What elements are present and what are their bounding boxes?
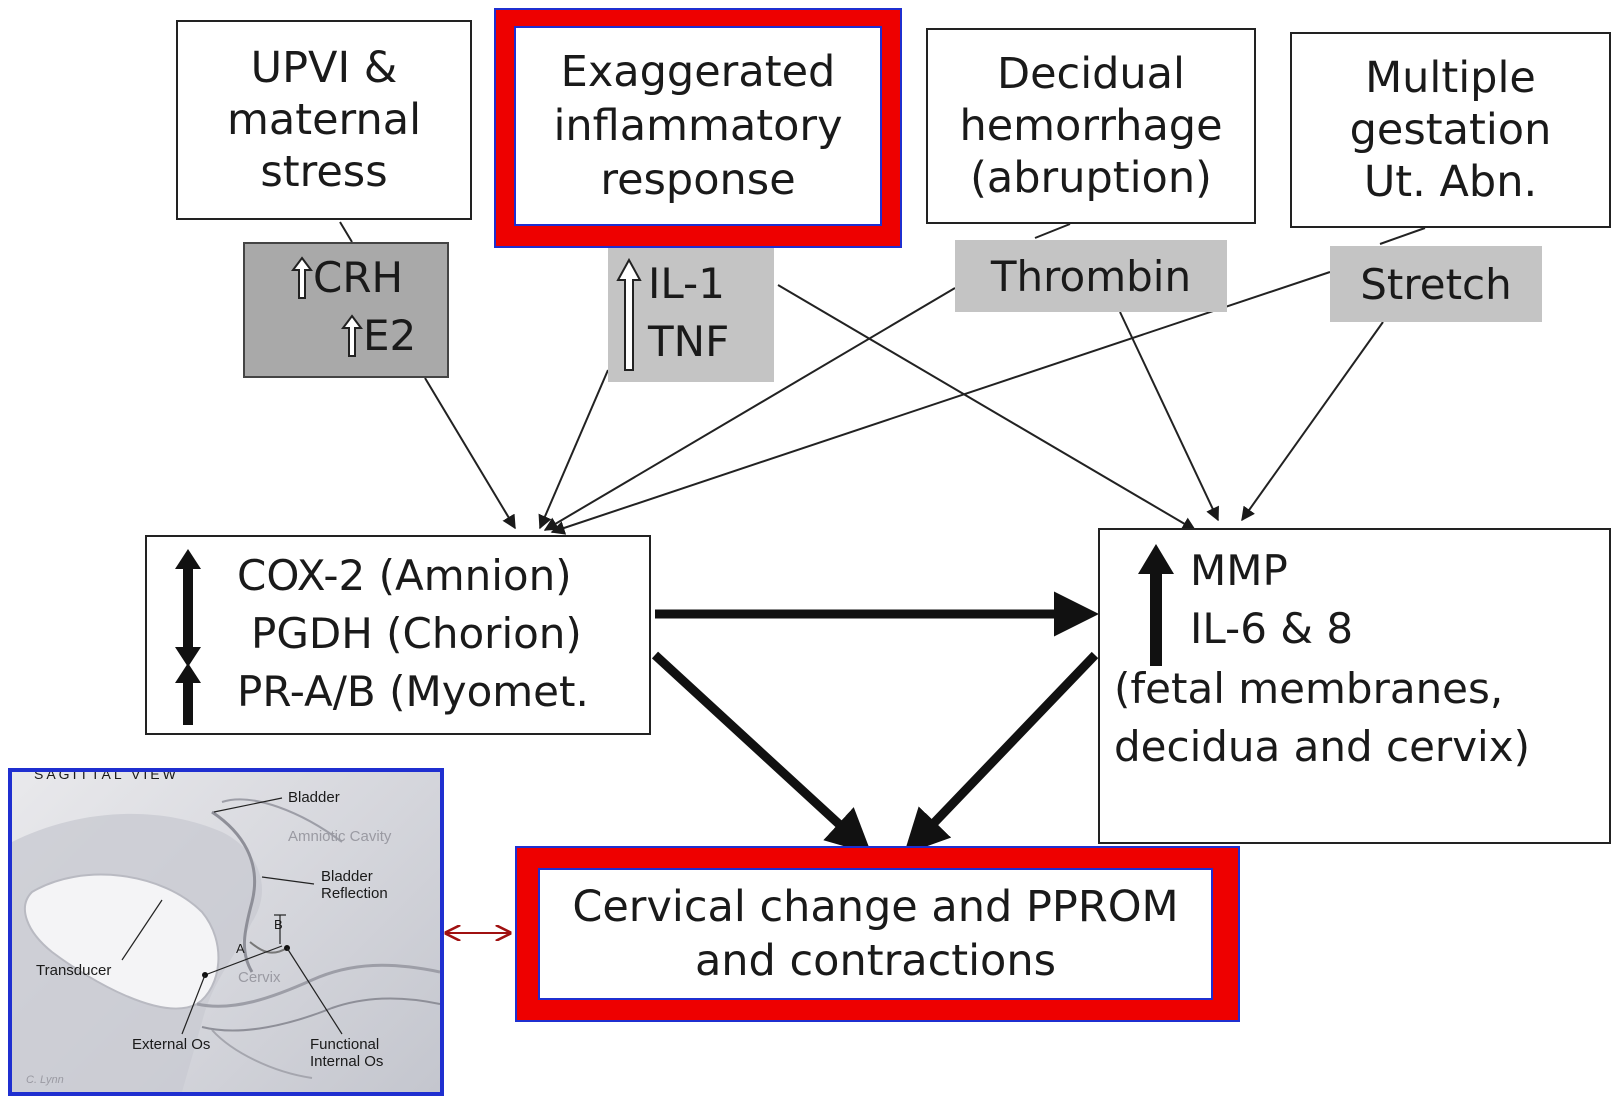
- arrow-cox2-to-outcome: [651, 651, 872, 855]
- up-solid-arrow-icon: [175, 549, 201, 611]
- il1-label: IL-1: [648, 259, 725, 308]
- il1-tnf-mediator-box: IL-1 TNF: [608, 248, 774, 382]
- crh-label: CRH: [313, 253, 404, 302]
- connector-multiple-stretch: [1379, 227, 1426, 245]
- il6-label: IL-6 & 8: [1190, 604, 1354, 653]
- arrow-stretch-to-cox2: [550, 271, 1331, 535]
- amniotic-cavity-label: Amniotic Cavity: [288, 828, 392, 845]
- cervix-label: Cervix: [238, 969, 281, 986]
- bladder-label: Bladder: [288, 789, 340, 806]
- external-os-label: External Os: [132, 1036, 211, 1053]
- up-hollow-tall-arrow-icon: [616, 258, 642, 371]
- artist-signature: C. Lynn: [26, 1074, 64, 1086]
- pgdh-label: PGDH (Chorion): [251, 609, 582, 658]
- b-label: B: [274, 917, 283, 932]
- arrow-mmp-to-outcome: [903, 651, 1099, 855]
- cox2-label: COX-2 (Amnion): [237, 551, 572, 600]
- fetal-membranes-label: (fetal membranes, decidua and cervix): [1114, 664, 1530, 771]
- crh-e2-mediator-box: CRH E2: [243, 242, 449, 378]
- sagittal-anatomy-drawing: [12, 797, 440, 1092]
- up-solid-tall-arrow-icon: [1138, 544, 1174, 666]
- multiple-gestation-box: Multiple gestation Ut. Abn.: [1290, 32, 1611, 228]
- up-solid-arrow-icon: [175, 663, 201, 725]
- pr-label: PR-A/B (Myomet.: [237, 667, 589, 716]
- connector-upvi-crh: [339, 221, 353, 243]
- arrow-crh-to-cox2: [424, 377, 516, 530]
- stretch-mediator-box: Stretch: [1330, 246, 1542, 322]
- arrow-thrombin-to-cox2: [543, 287, 956, 531]
- bladder-reflection-label: Bladder Reflection: [321, 868, 388, 902]
- up-hollow-arrow-icon: [291, 256, 313, 299]
- down-solid-arrow-icon: [175, 605, 201, 667]
- thrombin-mediator-box: Thrombin: [955, 240, 1227, 312]
- mmp-label: MMP: [1190, 546, 1288, 595]
- decidual-hemorrhage-box: Decidual hemorrhage (abruption): [926, 28, 1256, 224]
- cervical-change-box: Cervical change and PPROM and contractio…: [538, 868, 1213, 1000]
- mmp-il6-box: MMP IL-6 & 8 (fetal membranes, decidua a…: [1098, 528, 1611, 844]
- arrow-thrombin-to-mmp: [1119, 311, 1219, 522]
- tnf-label: TNF: [648, 317, 730, 366]
- a-label: A: [236, 941, 245, 956]
- sagittal-title: SAGITTAL VIEW: [34, 768, 179, 782]
- transducer-label: Transducer: [36, 962, 112, 979]
- connector-decidual-thrombin: [1034, 223, 1071, 239]
- functional-internal-os-label: Functional Internal Os: [310, 1036, 384, 1070]
- arrow-il1-to-cox2: [538, 369, 609, 530]
- e2-label: E2: [363, 311, 417, 360]
- sagittal-view-illustration: SAGITTAL VIEW Bladder Amniotic Cavity Bl…: [8, 768, 444, 1096]
- upvi-maternal-stress-box: UPVI & maternal stress: [176, 20, 472, 220]
- exaggerated-inflammatory-box: Exaggerated inflammatory response: [514, 26, 882, 226]
- arrow-stretch-to-mmp: [1241, 321, 1384, 522]
- arrow-il1-to-mmp: [777, 284, 1197, 531]
- cox2-pgdh-pr-box: COX-2 (Amnion) PGDH (Chorion) PR-A/B (My…: [145, 535, 651, 735]
- up-hollow-arrow-icon: [341, 314, 363, 357]
